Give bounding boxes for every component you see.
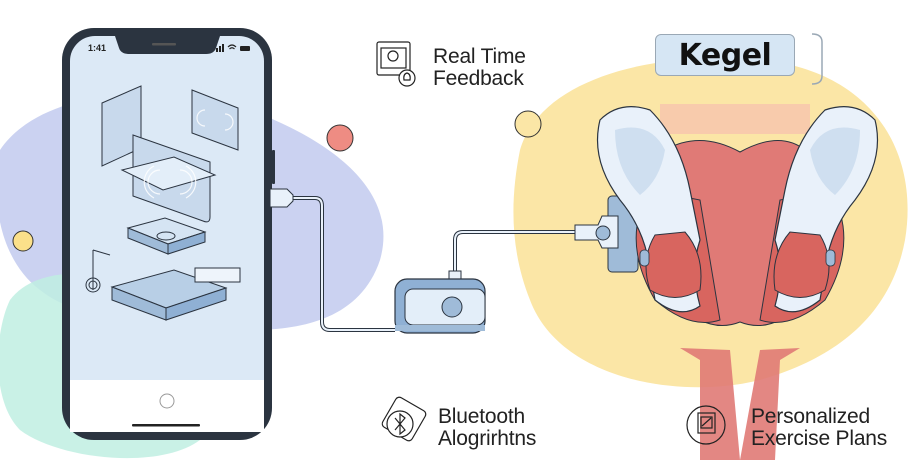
red-dot: [326, 124, 354, 152]
feature-real-time-feedback: Real Time Feedback: [433, 46, 526, 90]
status-time: 1:41: [88, 43, 107, 53]
feature-personalized-exercise-plans: Personalized Exercise Plans: [751, 406, 887, 450]
kegel-title-box: Kegel: [655, 34, 795, 76]
feature-bluetooth-algorithms: Bluetooth Alogrirhtns: [438, 406, 536, 450]
yellow-dot-left: [12, 230, 34, 252]
home-button: [159, 393, 175, 409]
feature-line-2: Feedback: [433, 67, 524, 90]
feature-line-2: Exercise Plans: [751, 427, 888, 450]
kegel-title: Kegel: [678, 37, 772, 73]
feature-line-1: Bluetooth: [438, 405, 525, 428]
feature-line-2: Alogrirhtns: [438, 427, 537, 450]
feature-line-1: Real Time: [433, 45, 526, 68]
yellow-dot-right: [514, 110, 542, 138]
feature-line-1: Personalized: [751, 405, 871, 428]
